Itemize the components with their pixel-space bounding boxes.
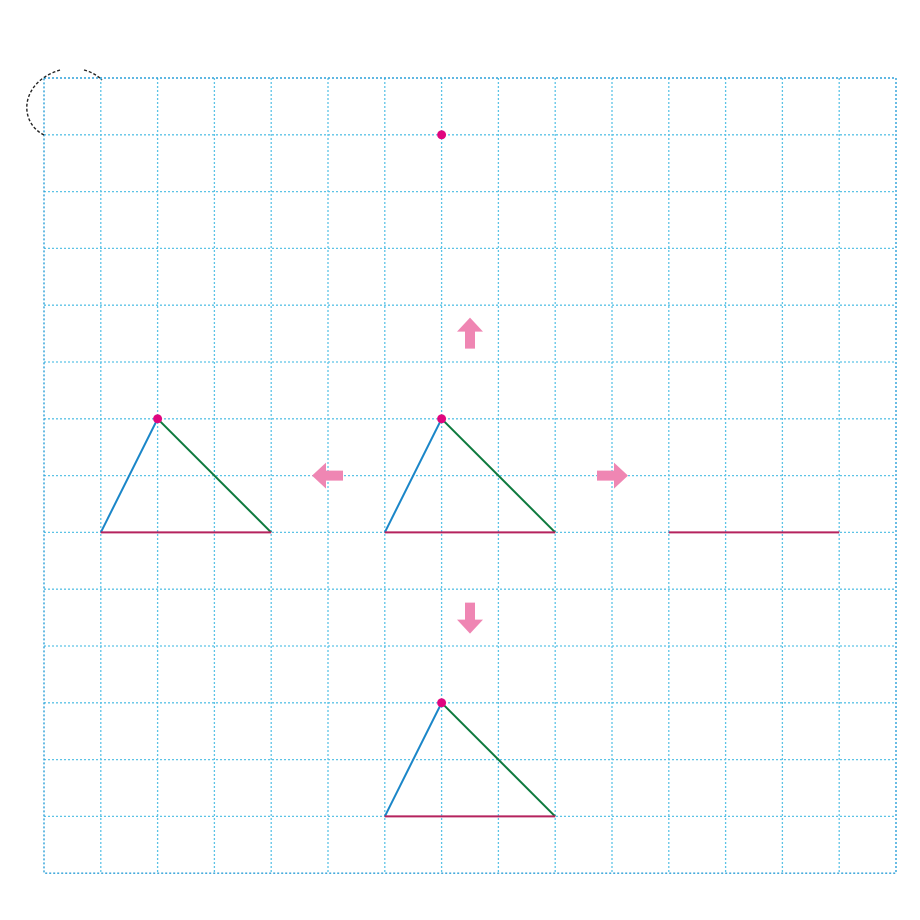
triangle-left-side — [383, 702, 443, 817]
arrow-up-icon — [457, 317, 483, 349]
arrows — [312, 317, 628, 634]
triangle-left-side — [383, 418, 443, 533]
figure-center — [383, 414, 556, 534]
grid-border — [43, 77, 897, 874]
triangle-left-side — [99, 418, 159, 533]
triangle-right-side — [156, 418, 272, 534]
arrow-shape — [312, 462, 343, 489]
dashed-corner-arc-icon — [26, 69, 103, 136]
apex-point — [437, 414, 447, 424]
arrow-shape — [597, 462, 628, 489]
triangle-right-side — [440, 702, 556, 818]
arrow-shape — [457, 317, 483, 349]
figure-left — [99, 414, 272, 534]
apex-point — [437, 130, 447, 140]
arrow-left-icon — [312, 462, 343, 489]
figures — [99, 130, 840, 818]
arrow-shape — [457, 602, 483, 634]
figure-bottom — [383, 698, 556, 818]
apex-point — [437, 698, 447, 708]
arrow-down-icon — [457, 602, 483, 634]
arrow-right-icon — [597, 462, 628, 489]
apex-point — [153, 414, 163, 424]
corner-arc — [26, 69, 103, 136]
triangle-right-side — [440, 418, 556, 534]
figure-top-point — [437, 130, 447, 140]
grid — [43, 77, 897, 874]
